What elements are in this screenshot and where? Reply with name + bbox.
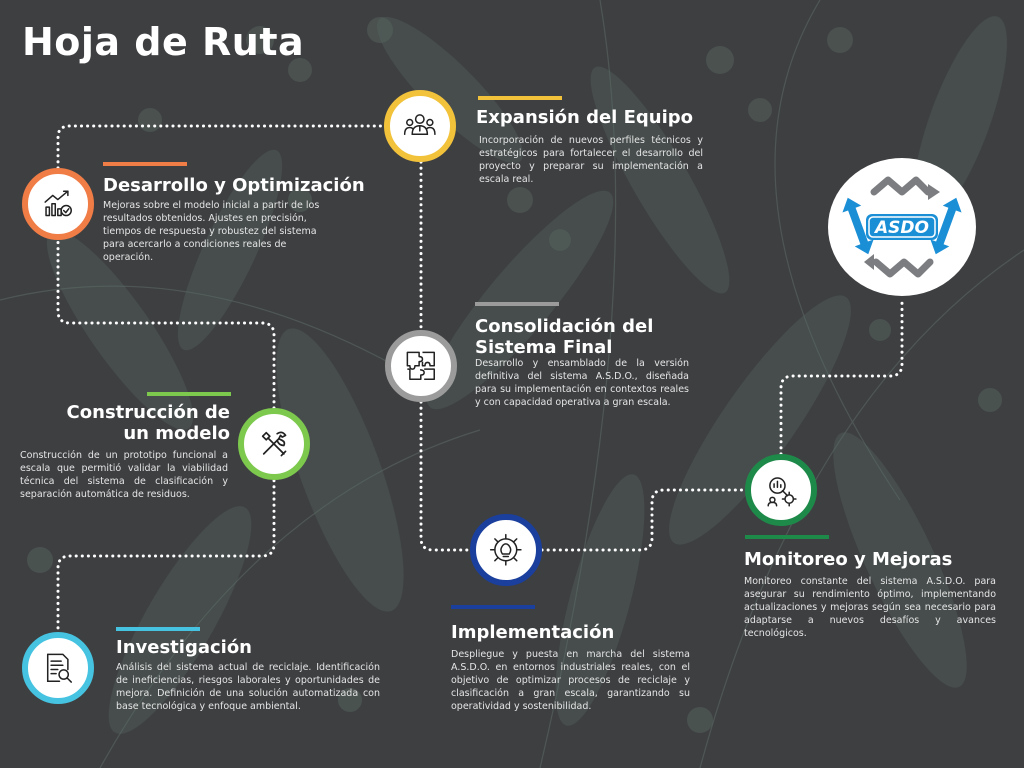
investigacion-accent-bar — [116, 627, 200, 631]
desarrollo-description: Mejoras sobre el modelo inicial a partir… — [103, 200, 320, 263]
consolidacion-accent-bar — [475, 302, 559, 306]
consolidacion-title: Consolidación del Sistema Final — [475, 316, 654, 358]
puzzle-icon — [385, 330, 457, 402]
monitoreo-accent-bar — [745, 535, 829, 539]
asdo-logo: ASDO — [828, 158, 976, 296]
construccion-description: Construcción de un prototipo funcional a… — [20, 450, 228, 500]
consolidacion-description: Desarrollo y ensamblado de la versión de… — [475, 358, 689, 408]
monitoring-icon — [745, 454, 817, 526]
desarrollo-accent-bar — [103, 162, 187, 166]
implementacion-title: Implementación — [451, 622, 615, 643]
tools-icon — [238, 408, 310, 480]
logo-text: ASDO — [873, 218, 929, 238]
page-title: Hoja de Ruta — [22, 20, 305, 64]
monitoreo-title: Monitoreo y Mejoras — [744, 549, 953, 570]
implementacion-accent-bar — [451, 605, 535, 609]
expansion-accent-bar — [478, 96, 562, 100]
monitoreo-description: Monitoreo constante del sistema A.S.D.O.… — [744, 576, 996, 639]
growth-chart-icon — [22, 168, 94, 240]
expansion-title: Expansión del Equipo — [476, 107, 694, 128]
desarrollo-title: Desarrollo y Optimización — [103, 175, 365, 196]
document-search-icon — [22, 632, 94, 704]
construccion-title: Construcción de un modelo — [66, 402, 230, 444]
implementacion-description: Despliegue y puesta en marcha del sistem… — [451, 649, 690, 712]
expansion-description: Incorporación de nuevos perfiles técnico… — [479, 135, 703, 185]
investigacion-title: Investigación — [116, 637, 252, 658]
construccion-accent-bar — [147, 392, 231, 396]
gear-bulb-icon — [470, 514, 542, 586]
investigacion-description: Análisis del sistema actual de reciclaje… — [116, 662, 380, 712]
team-icon — [384, 90, 456, 162]
